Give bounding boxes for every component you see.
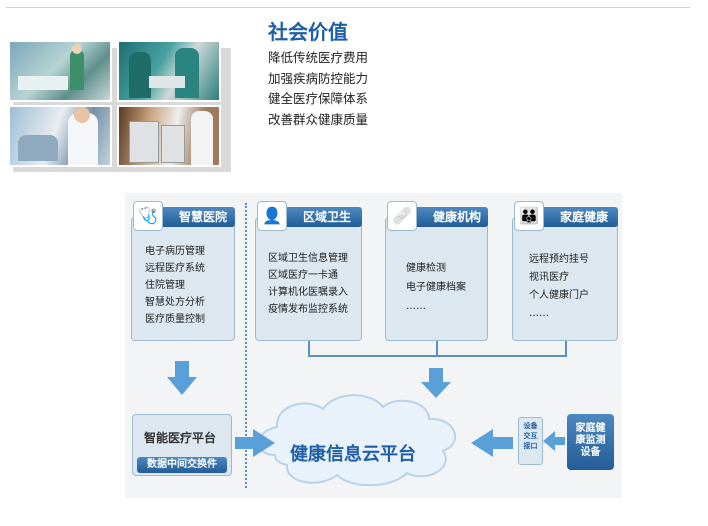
connector-line: [308, 341, 310, 356]
social-value-item: 降低传统医疗费用: [268, 50, 369, 65]
left-arrow-icon: [543, 431, 565, 451]
doctor-patient-photo: [8, 105, 112, 167]
list-item: 住院管理: [145, 280, 185, 291]
home-monitor-line: 康监测: [575, 435, 606, 446]
health-cloud-diagram: 智慧医院 🩺 电子病历管理 远程医疗系统 住院管理 智慧处方分析 医疗质量控制 …: [125, 193, 622, 498]
list-item: 健康检测: [406, 263, 446, 274]
list-item: 计算机化医嘱录入: [268, 287, 348, 298]
stethoscope-icon: 🩺: [133, 201, 163, 231]
smart-hospital-box: [131, 217, 235, 341]
list-item: 远程医疗系统: [145, 263, 205, 274]
connector-line: [565, 341, 567, 356]
device-interface-line: 设备: [523, 422, 538, 430]
list-item: ……: [406, 301, 426, 312]
hospital-ward-photo: [8, 40, 112, 102]
home-monitor-device-box: 家庭健 康监测 设备: [567, 414, 614, 470]
list-item: 疫情发布监控系统: [268, 304, 348, 315]
social-value-item: 健全医疗保障体系: [268, 91, 369, 106]
list-item: 视讯医疗: [529, 272, 569, 283]
list-item: 区域医疗一卡通: [268, 270, 338, 281]
cloud-shape: [257, 394, 456, 487]
health-institution-list: 健康检测 电子健康档案 ……: [406, 259, 466, 316]
divider-dotted-line: [245, 203, 247, 488]
list-item: 电子病历管理: [145, 246, 205, 257]
regional-health-list: 区域卫生信息管理 区域医疗一卡通 计算机化医嘱录入 疫情发布监控系统: [268, 250, 348, 318]
list-item: 远程预约挂号: [529, 254, 589, 265]
social-value-item: 加强疾病防控能力: [268, 70, 369, 86]
smart-hospital-list: 电子病历管理 远程医疗系统 住院管理 智慧处方分析 医疗质量控制: [145, 243, 205, 328]
list-item: 智慧处方分析: [145, 297, 205, 308]
top-divider: [6, 7, 690, 8]
doctor-avatar-icon: 👤: [257, 201, 287, 231]
surgery-photo: [117, 40, 221, 102]
family-health-list: 远程预约挂号 视讯医疗 个人健康门户 ……: [529, 251, 589, 323]
data-exchange-bar: 数据中间交换件: [137, 457, 227, 473]
cloud-platform-label: 健康信息云平台: [290, 444, 416, 465]
down-arrow-icon: [421, 368, 451, 398]
home-monitor-line: 家庭健: [575, 423, 606, 434]
list-item: 医疗质量控制: [145, 314, 205, 325]
medical-kit-icon: 🩹: [387, 201, 417, 231]
smart-medical-platform-box: 智能医疗平台 数据中间交换件: [132, 414, 232, 476]
list-item: 区域卫生信息管理: [268, 253, 348, 264]
device-interface-line: 接口: [523, 442, 538, 450]
device-interface-line: 交互: [523, 432, 538, 440]
diagram-arrows: [167, 361, 565, 487]
social-value-title: 社会价值: [268, 20, 348, 44]
down-arrow-icon: [167, 361, 197, 395]
connector-line: [308, 355, 567, 357]
social-value-list: 降低传统医疗费用 加强疾病防控能力 健全医疗保障体系 改善群众健康质量: [268, 48, 368, 130]
home-monitor-line: 设备: [580, 447, 601, 458]
right-arrow-icon: [235, 429, 275, 457]
medical-kiosk-photo: [117, 105, 221, 167]
social-value-item: 改善群众健康质量: [268, 111, 369, 127]
family-icon: 👪: [514, 201, 544, 231]
connector-line: [436, 341, 438, 356]
family-health-box: [512, 217, 618, 341]
left-arrow-icon: [471, 429, 513, 457]
platform-label: 智能医疗平台: [144, 431, 217, 445]
list-item: 个人健康门户: [529, 290, 589, 301]
list-item: ……: [529, 308, 549, 319]
device-interface-box: 设备 交互 接口: [518, 417, 543, 465]
list-item: 电子健康档案: [406, 282, 466, 293]
health-institution-box: [385, 217, 488, 341]
